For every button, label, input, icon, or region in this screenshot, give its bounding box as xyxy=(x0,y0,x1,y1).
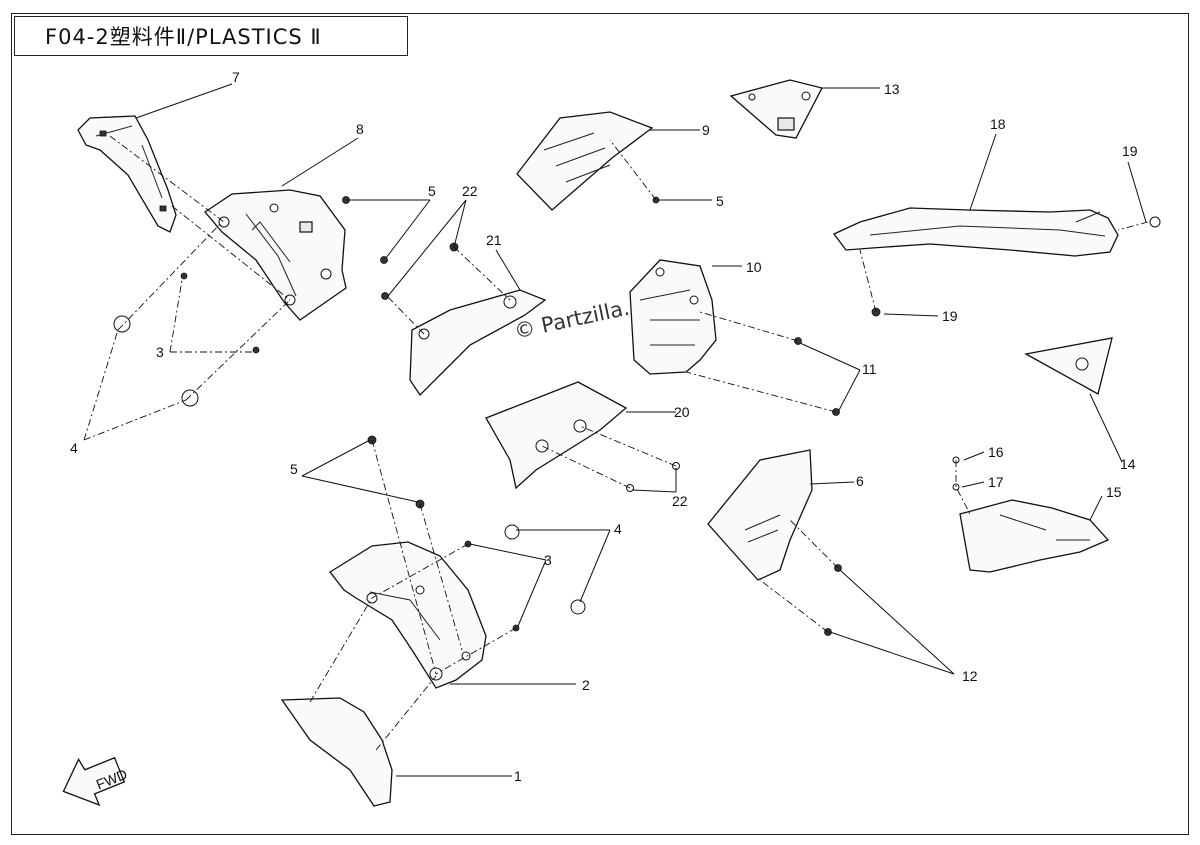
callout-7: 7 xyxy=(232,69,240,85)
fwd-arrow xyxy=(62,756,126,807)
callout-9: 9 xyxy=(702,122,710,138)
part-18-fender xyxy=(832,207,1161,257)
part-15-guard xyxy=(959,499,1110,573)
diagram-title: F04-2塑料件Ⅱ/PLASTICS Ⅱ xyxy=(45,25,322,49)
callout-5: 5 xyxy=(290,461,298,477)
callout-22: 22 xyxy=(672,493,688,509)
callout-6: 6 xyxy=(856,473,864,489)
callout-12: 12 xyxy=(962,668,978,684)
callout-19: 19 xyxy=(942,308,958,324)
callout-numbers: 7 8 5 22 21 13 9 5 18 19 10 19 11 14 20 … xyxy=(70,69,1138,784)
part-8-cover xyxy=(204,189,347,321)
callout-4: 4 xyxy=(70,440,78,456)
callout-19: 19 xyxy=(1122,143,1138,159)
callout-18: 18 xyxy=(990,116,1006,132)
title-box: F04-2塑料件Ⅱ/PLASTICS Ⅱ xyxy=(14,16,408,56)
callout-13: 13 xyxy=(884,81,900,97)
callout-2: 2 xyxy=(582,677,590,693)
callout-3: 3 xyxy=(156,344,164,360)
leader-lines xyxy=(135,83,1147,777)
callout-20: 20 xyxy=(674,404,690,420)
part-21-guard xyxy=(409,289,547,397)
part-20-tray xyxy=(485,381,628,490)
part-14-panel xyxy=(1024,337,1113,395)
callout-17: 17 xyxy=(988,474,1004,490)
callout-8: 8 xyxy=(356,121,364,137)
callout-14: 14 xyxy=(1120,456,1136,472)
part-1-panel xyxy=(280,697,393,807)
callout-5: 5 xyxy=(716,193,724,209)
fasteners xyxy=(113,196,960,636)
callout-22: 22 xyxy=(462,183,478,199)
callout-1: 1 xyxy=(514,768,522,784)
callout-5: 5 xyxy=(428,183,436,199)
part-6-cover xyxy=(707,449,813,581)
part-7-panel xyxy=(77,115,177,233)
callout-11: 11 xyxy=(862,361,877,377)
assembly-lines xyxy=(83,135,1149,751)
callout-15: 15 xyxy=(1106,484,1122,500)
callout-16: 16 xyxy=(988,444,1004,460)
part-13-bracket xyxy=(729,79,823,139)
callout-3: 3 xyxy=(544,552,552,568)
part-9-tray xyxy=(516,111,660,211)
diagram-frame xyxy=(11,13,1189,835)
callout-4: 4 xyxy=(614,521,622,537)
callout-10: 10 xyxy=(746,259,762,275)
callout-21: 21 xyxy=(486,232,502,248)
part-10-housing xyxy=(629,259,717,375)
part-2-cover xyxy=(329,541,487,689)
